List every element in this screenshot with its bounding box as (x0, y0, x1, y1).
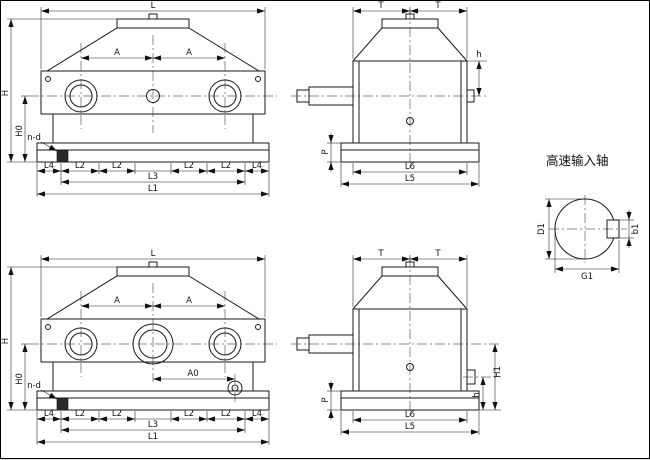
base-block (36, 397, 270, 411)
foundation-bolt-section (56, 149, 69, 163)
dim-label-L4: L4 (44, 409, 54, 419)
dimension-lines (328, 256, 498, 435)
dim-label-A: A (114, 48, 120, 58)
dim-label-L1: L1 (148, 432, 158, 442)
centerlines (29, 35, 277, 133)
centerlines (29, 283, 277, 402)
dim-label-L2: L2 (112, 409, 122, 419)
front-view-bottom: L A A H H0 n-d A0 L4 L2 L2 L2 L2 L4 L3 L… (1, 249, 277, 445)
dim-label-A0: A0 (187, 369, 198, 379)
front-view-top: L A A H H0 n-d L4 L2 L2 L2 L2 L4 L3 L1 (1, 1, 277, 197)
eyebolt (148, 261, 158, 268)
dim-label-h: h (472, 392, 482, 397)
dim-label-L1: L1 (148, 184, 158, 194)
dim-label-L2: L2 (112, 161, 122, 171)
dim-label-h: h (476, 50, 481, 60)
section-title: 高速输入轴 (546, 153, 609, 168)
dim-label-L2: L2 (184, 161, 194, 171)
dim-label-L2: L2 (221, 409, 231, 419)
dim-label-H0: H0 (15, 125, 25, 137)
dim-label-L5: L5 (405, 174, 415, 184)
centerlines (549, 195, 627, 263)
dim-label-D1: D1 (537, 223, 547, 235)
dimension-lines (8, 256, 269, 445)
dim-label-L2: L2 (184, 409, 194, 419)
centerlines (291, 9, 487, 169)
centerlines (291, 257, 501, 417)
cover-bolt (45, 324, 51, 330)
dim-label-L: L (151, 249, 156, 259)
dim-label-L3: L3 (148, 420, 158, 430)
dim-label-H1: H1 (493, 366, 503, 378)
dimension-lines (328, 8, 482, 187)
dim-label-A: A (186, 48, 192, 58)
dim-label-H: H (1, 90, 11, 96)
dim-label-T: T (434, 249, 441, 259)
dimension-labels: L A A H H0 n-d L4 L2 L2 L2 L2 L4 L3 L1 (1, 1, 262, 194)
dim-label-P: P (321, 397, 331, 402)
dim-label-T: T (377, 249, 384, 259)
dim-label-L6: L6 (405, 410, 415, 420)
dim-label-T: T (377, 1, 384, 11)
housing-outline (296, 261, 480, 411)
inspection-cover (116, 18, 190, 29)
dim-label-n-d: n-d (27, 381, 41, 391)
dim-label-A: A (114, 296, 120, 306)
dim-label-b1: b1 (631, 224, 641, 235)
extension-lines (7, 7, 270, 197)
inspection-cover (116, 266, 190, 277)
cover-bolt (255, 76, 261, 82)
dim-label-L6: L6 (405, 162, 415, 172)
dim-label-P: P (321, 149, 331, 154)
dim-label-L2: L2 (75, 409, 85, 419)
eyebolt (148, 13, 158, 20)
cover-bolt (45, 76, 51, 82)
dim-label-L: L (151, 1, 156, 11)
extension-lines (327, 7, 487, 187)
dim-label-G1: G1 (581, 272, 593, 282)
dimension-lines (8, 8, 269, 197)
dim-label-A: A (186, 296, 192, 306)
dim-label-L4: L4 (44, 161, 54, 171)
dimension-lines (546, 199, 632, 272)
side-view-top: T T h P L6 L5 (291, 1, 487, 187)
dim-label-L4: L4 (252, 161, 262, 171)
base-block (36, 149, 270, 163)
dim-label-T: T (434, 1, 441, 11)
side-view-bottom: T T P h H1 L6 L5 (291, 249, 503, 435)
dim-label-n-d: n-d (27, 133, 41, 143)
dimension-labels: D1 b1 G1 (537, 223, 641, 282)
dim-label-L2: L2 (221, 161, 231, 171)
housing-outline (296, 13, 480, 163)
dim-label-L5: L5 (405, 422, 415, 432)
extension-lines (545, 198, 634, 273)
dim-label-H: H (1, 338, 11, 344)
dim-label-L3: L3 (148, 172, 158, 182)
dim-label-L4: L4 (252, 409, 262, 419)
base-flange (36, 142, 270, 151)
input-shaft-section: 高速输入轴 D1 b1 G1 (537, 153, 641, 282)
dimension-labels: L A A H H0 n-d A0 L4 L2 L2 L2 L2 L4 L3 L… (1, 249, 262, 442)
cover-bolt (255, 324, 261, 330)
dimension-labels: T T P h H1 L6 L5 (321, 249, 503, 432)
foundation-bolt-section (56, 397, 69, 411)
dim-label-H0: H0 (15, 373, 25, 385)
dim-label-L2: L2 (75, 161, 85, 171)
dimension-labels: T T h P L6 L5 (321, 1, 482, 184)
